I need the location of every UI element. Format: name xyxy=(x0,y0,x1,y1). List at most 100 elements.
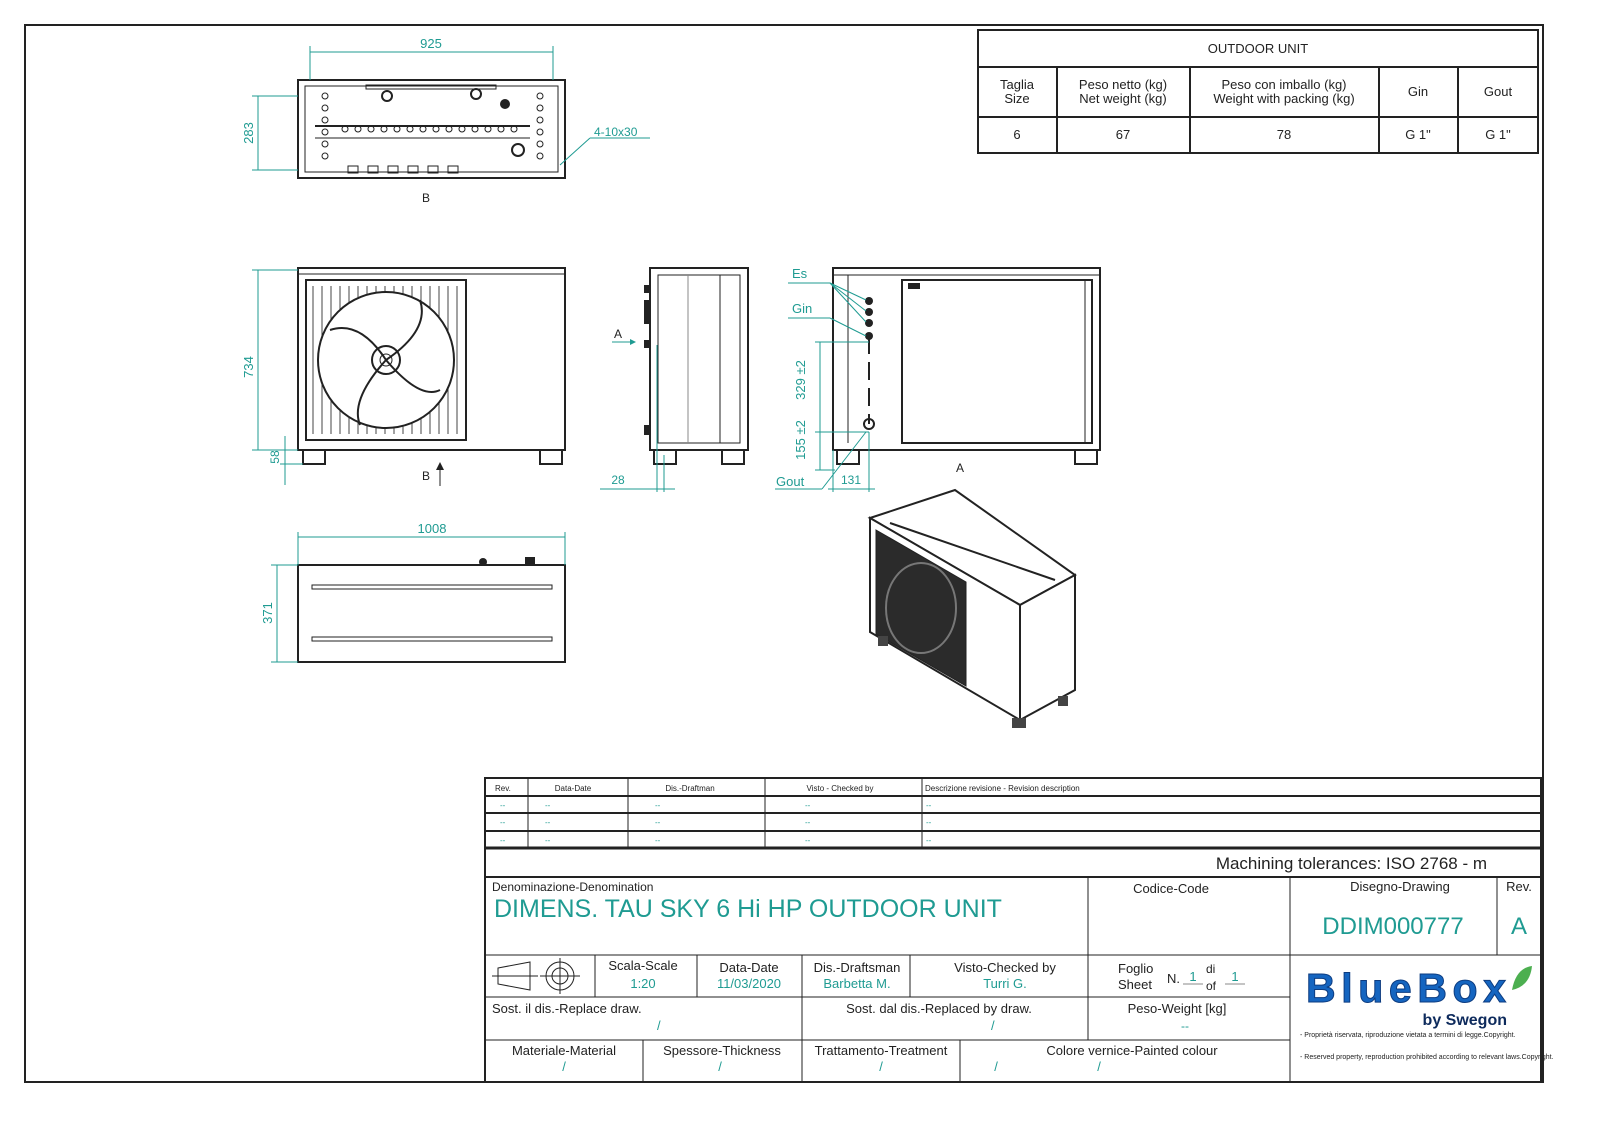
holes-callout: 4-10x30 xyxy=(594,125,638,139)
rev-cell: -- xyxy=(926,818,932,827)
dim-feet-height: 58 xyxy=(268,450,282,464)
checked-value: Turri G. xyxy=(983,976,1027,991)
header-gout: Gout xyxy=(1484,84,1513,99)
date-label: Data-Date xyxy=(719,960,778,975)
rev-header-rev: Rev. xyxy=(495,784,511,793)
outdoor-unit-table: OUTDOOR UNIT Taglia Size Peso netto (kg)… xyxy=(977,29,1539,154)
dim-top-height: 283 xyxy=(241,122,256,144)
cell-size: 6 xyxy=(1013,127,1020,142)
denomination-label: Denominazione-Denomination xyxy=(492,880,653,894)
dim-top-width: 925 xyxy=(420,36,442,51)
cell-packing-weight: 78 xyxy=(1277,127,1291,142)
dim-bottom-depth: 371 xyxy=(260,602,275,624)
rev-cell: -- xyxy=(926,836,932,845)
sheet-border xyxy=(24,24,1544,1083)
cell-gout: G 1" xyxy=(1485,127,1511,142)
dim-side-offset: 28 xyxy=(611,473,625,487)
rev-header-description: Descrizione revisione - Revision descrip… xyxy=(925,784,1080,793)
rev-label: Rev. xyxy=(1506,879,1532,894)
header-gin: Gin xyxy=(1408,84,1428,99)
drawing-label: Disegno-Drawing xyxy=(1350,879,1450,894)
rev-cell: -- xyxy=(655,818,661,827)
rev-cell: -- xyxy=(655,836,661,845)
gout-label: Gout xyxy=(776,474,805,489)
rev-cell: -- xyxy=(545,836,551,845)
rev-cell: -- xyxy=(545,818,551,827)
replaced-value: / xyxy=(991,1018,995,1033)
dim-bottom-width: 1008 xyxy=(418,521,447,536)
replace-value: / xyxy=(657,1018,661,1033)
thickness-label: Spessore-Thickness xyxy=(663,1043,781,1058)
side-view: A 28 xyxy=(600,267,749,492)
bluebox-logo: BlueBox by Swegon xyxy=(1306,965,1532,1029)
scale-label: Scala-Scale xyxy=(608,958,677,973)
draftsman-label: Dis.-Draftsman xyxy=(814,960,901,975)
rev-cell: -- xyxy=(805,801,811,810)
logo-text: BlueBox xyxy=(1306,965,1506,1011)
dim-front-height: 734 xyxy=(241,356,256,378)
view-label-b: B xyxy=(422,191,430,205)
replace-label: Sost. il dis.-Replace draw. xyxy=(492,1001,642,1016)
tolerances: Machining tolerances: ISO 2768 - m xyxy=(1216,854,1487,873)
front-view: 734 58 B xyxy=(241,267,566,486)
header-packing-weight-en: Weight with packing (kg) xyxy=(1213,91,1354,106)
view-label-b-front: B xyxy=(422,469,430,483)
rev-cell: -- xyxy=(926,801,932,810)
header-net-weight-en: Net weight (kg) xyxy=(1079,91,1166,106)
weight-value: -- xyxy=(1181,1019,1189,1033)
dim-gout-offset: 131 xyxy=(841,473,861,487)
top-view: 925 283 4-10x30 B xyxy=(241,36,650,205)
rev-cell: -- xyxy=(805,818,811,827)
rear-view: Es Gin 329 ±2 155 ±2 Gout 131 A xyxy=(775,266,1101,492)
date-value: 11/03/2020 xyxy=(717,976,781,991)
section-arrow-a: A xyxy=(614,327,622,341)
copyright-en: - Reserved property, reproduction prohib… xyxy=(1300,1054,1554,1061)
es-label: Es xyxy=(792,266,808,281)
treatment-label: Trattamento-Treatment xyxy=(815,1043,948,1058)
code-label: Codice-Code xyxy=(1133,881,1209,896)
cell-gin: G 1" xyxy=(1405,127,1431,142)
leaf-icon xyxy=(1512,966,1532,990)
drawing-number: DDIM000777 xyxy=(1322,913,1463,940)
weight-label: Peso-Weight [kg] xyxy=(1128,1001,1227,1016)
isometric-view xyxy=(867,488,1077,728)
dim-gin-gout: 329 ±2 xyxy=(793,360,808,400)
sheet-label-en: Sheet xyxy=(1118,977,1152,992)
projection-symbol-icon xyxy=(492,958,580,994)
draftsman-value: Barbetta M. xyxy=(823,976,890,991)
rev-cell: -- xyxy=(500,836,506,845)
logo-subtitle: by Swegon xyxy=(1423,1012,1507,1029)
dim-gout-height: 155 ±2 xyxy=(793,420,808,460)
rev-value: A xyxy=(1511,913,1527,940)
copyright-it: - Proprietà riservata, riproduzione viet… xyxy=(1300,1032,1516,1039)
view-label-a: A xyxy=(956,461,964,475)
replaced-label: Sost. dal dis.-Replaced by draw. xyxy=(846,1001,1032,1016)
sheet-n-label: N. xyxy=(1167,971,1180,986)
rev-cell: -- xyxy=(500,801,506,810)
rev-cell: -- xyxy=(500,818,506,827)
material-label: Materiale-Material xyxy=(512,1043,616,1058)
sheet-number: 1 xyxy=(1189,969,1196,984)
rev-cell: -- xyxy=(655,801,661,810)
colour-value-2: / xyxy=(1097,1059,1101,1074)
gin-label: Gin xyxy=(792,301,812,316)
sheet-of-label-en: of xyxy=(1206,979,1217,993)
rev-header-draftman: Dis.-Draftman xyxy=(665,784,714,793)
rev-header-checked: Visto - Checked by xyxy=(807,784,874,793)
rev-cell: -- xyxy=(545,801,551,810)
scale-value: 1:20 xyxy=(630,976,655,991)
rev-header-date: Data-Date xyxy=(555,784,592,793)
rev-cell: -- xyxy=(805,836,811,845)
colour-value-1: / xyxy=(994,1059,998,1074)
bottom-view: 1008 371 xyxy=(260,521,566,663)
sheet-of-label: di xyxy=(1206,962,1215,976)
colour-label: Colore vernice-Painted colour xyxy=(1046,1043,1218,1058)
cell-net-weight: 67 xyxy=(1116,127,1130,142)
sheet-total: 1 xyxy=(1231,969,1238,984)
header-packing-weight: Peso con imballo (kg) xyxy=(1222,77,1347,92)
thickness-value: / xyxy=(718,1059,722,1074)
denomination: DIMENS. TAU SKY 6 Hi HP OUTDOOR UNIT xyxy=(494,895,1002,923)
table-title: OUTDOOR UNIT xyxy=(1208,41,1308,56)
revision-table: Rev. Data-Date Dis.-Draftman Visto - Che… xyxy=(484,777,1542,1083)
